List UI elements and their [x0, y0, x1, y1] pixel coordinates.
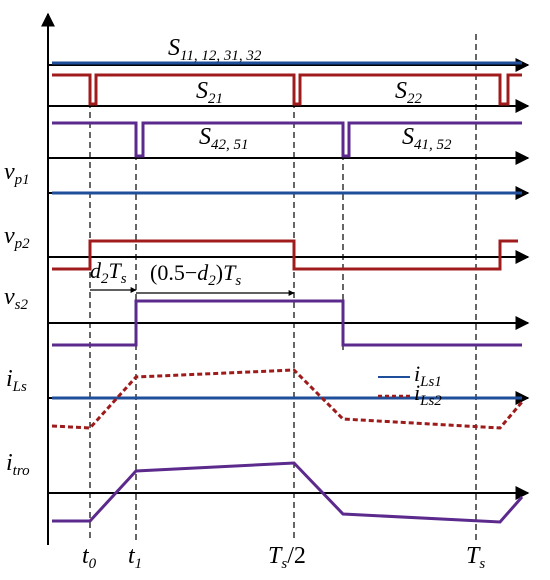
label-ts: Ts — [466, 543, 485, 572]
legend-label-iLs2: iLs2 — [414, 380, 442, 409]
trace-itro — [52, 461, 524, 524]
label-s42-51: S42, 51 — [199, 124, 249, 153]
label-itro: itro — [6, 450, 30, 479]
trace-vs2 — [52, 299, 522, 347]
label-vp2: vp2 — [4, 223, 30, 252]
label-s21: S21 — [196, 78, 223, 107]
label-phase-interval: (0.5−d2)Ts — [150, 260, 241, 289]
label-s-all-on: S11, 12, 31, 32 — [168, 35, 262, 64]
label-s41-52: S41, 52 — [402, 124, 452, 153]
trace-vp2 — [52, 239, 518, 271]
label-t1: t1 — [128, 543, 142, 572]
trace-iLs2 — [51, 368, 524, 430]
label-vs2: vs2 — [4, 284, 28, 313]
legend-label-iLs1: iLs1 — [414, 361, 442, 390]
label-vp1: vp1 — [4, 159, 30, 188]
trace-s42-s41 — [52, 121, 522, 158]
label-iLs: iLs — [6, 366, 27, 395]
trace-s21-s22 — [52, 73, 522, 106]
label-s22: S22 — [395, 78, 423, 107]
label-ts-half: Ts/2 — [268, 543, 306, 572]
label-d2Ts: d2Ts — [90, 258, 127, 287]
label-t0: t0 — [82, 543, 97, 572]
